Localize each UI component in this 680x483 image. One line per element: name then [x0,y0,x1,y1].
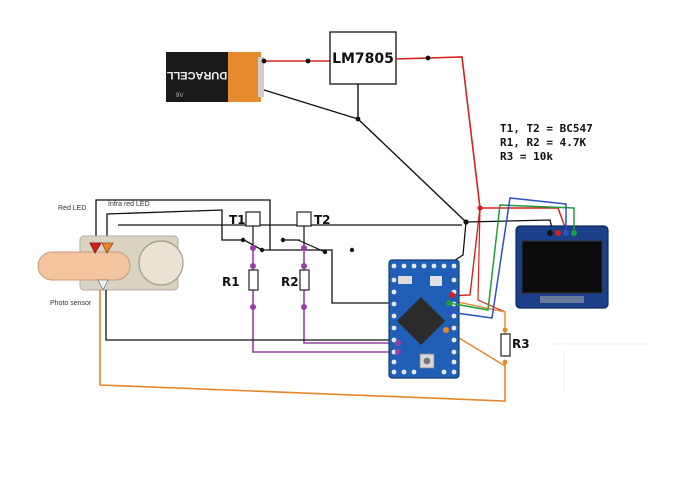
battery-9v: DURACELL 9V [166,52,264,102]
battery-terminal [258,57,264,97]
wire-ground-reg [357,84,467,223]
label-t1: T1 [229,213,246,227]
regulator-box [329,31,397,85]
pin-a-purple-2 [395,349,401,355]
red-led-icon [89,242,102,254]
resistor-r1 [248,269,259,291]
resistor-r3 [500,333,511,357]
arduino-chip-small [398,276,412,284]
note-r3: R3 = 10k [500,150,553,163]
resistor-r2 [299,269,310,291]
note-r1-r2: R1, R2 = 4.7K [500,136,587,149]
oled-pin-vcc [555,230,561,236]
pin-a-purple-1 [395,340,401,346]
wire-r2-arduino [303,246,393,344]
regulator-label: LM7805 [332,51,394,67]
wire-t2-emitter [297,239,326,253]
battery-brand: DURACELL [166,69,227,81]
arduino-crystal [430,276,442,286]
wire-5v-r3 [477,207,506,313]
label-r2: R2 [281,275,299,289]
wire-photo-signal [99,290,506,402]
ir-led-icon [101,242,114,254]
junction-dots-black [240,55,469,255]
arduino-mcu-chip [396,296,446,346]
wire-photo-ground [105,290,395,341]
wire-sda [448,204,575,311]
label-ir-led: Infra red LED [108,201,150,208]
wire-ground-arduino [451,221,467,263]
pin-analog [443,327,449,333]
pin-vcc [449,292,455,298]
component-notes: T1, T2 = BC547 R1, R2 = 4.7K R3 = 10k [500,122,593,164]
battery-copper-top [228,52,261,102]
oled-pin-gnd [547,230,553,236]
label-r1: R1 [222,275,240,289]
arduino-pins [391,263,457,375]
oled-pin-sda [571,230,577,236]
battery-body [166,52,228,102]
wire-5v-out [395,56,481,209]
note-transistors: T1, T2 = BC547 [500,122,593,135]
r3-junction-bottom [502,359,508,365]
transistor-t2 [296,211,312,227]
r3-junction-top [502,327,508,333]
battery-voltage: 9V [176,93,183,99]
wire-r1-arduino [252,246,393,353]
oled-screen [521,240,603,294]
junction-red [477,205,483,211]
sensor-lens [138,240,184,286]
label-red-led: Red LED [58,205,86,212]
photodiode-icon [97,279,109,291]
label-photo-sensor: Photo sensor [50,300,92,307]
transistor-t1 [245,211,261,227]
label-r3: R3 [512,337,530,351]
wire-scl [448,197,567,319]
wire-r3-top [447,299,506,334]
junction-dots-purple [250,245,307,310]
wire-ir-led [106,209,243,247]
arduino-board [388,259,460,379]
label-t2: T2 [314,213,331,227]
reset-knob [423,357,431,365]
oled-display [515,225,609,309]
photo-sensor-assembly [37,235,184,291]
oled-pin-scl [563,230,569,236]
finger-shape [37,251,131,281]
wire-emitter-rail [243,239,390,304]
wire-battery-negative [263,89,359,120]
oled-ribbon [540,296,584,303]
